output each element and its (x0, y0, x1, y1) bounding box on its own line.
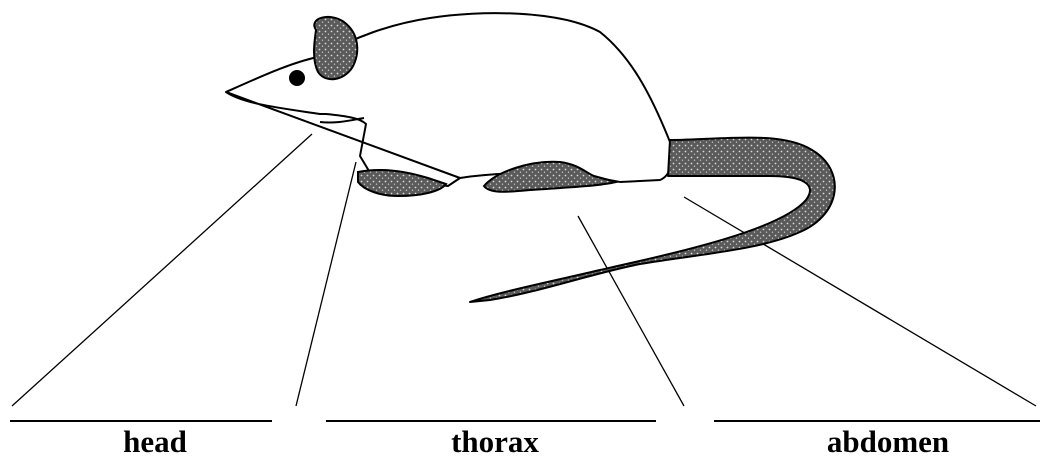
head-leader-left (12, 134, 312, 406)
eye-icon (289, 70, 305, 86)
head-label: head (105, 424, 205, 460)
ear-icon (314, 17, 357, 79)
thorax-leader-right (578, 216, 684, 406)
abdomen-leader-right (684, 197, 1036, 406)
head-leader-right (296, 162, 356, 406)
thorax-label: thorax (425, 424, 565, 460)
abdomen-label: abdomen (808, 424, 968, 460)
rat-body-outline (226, 13, 672, 186)
